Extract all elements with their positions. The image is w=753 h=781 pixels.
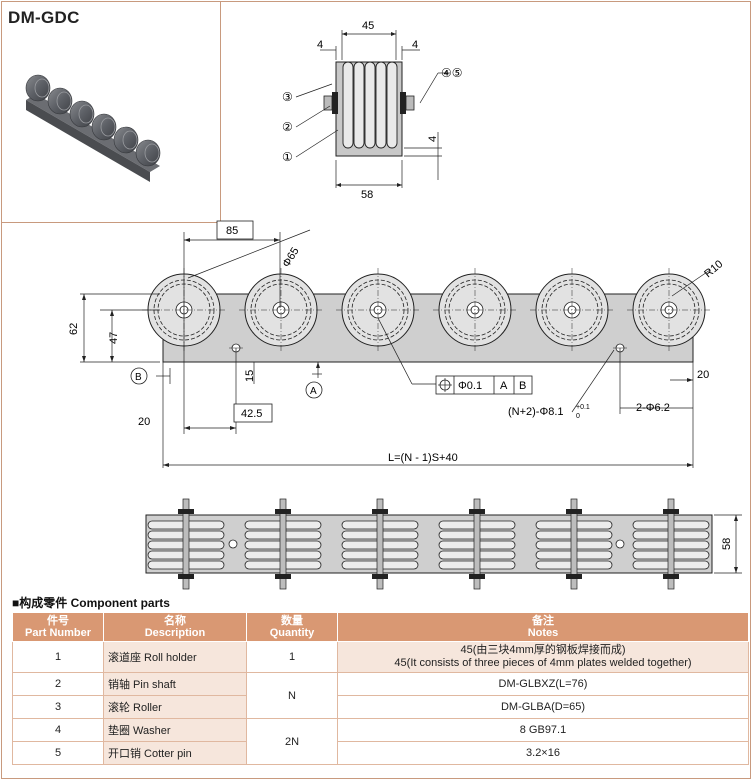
mount-hole bbox=[228, 539, 238, 549]
top-roller bbox=[341, 498, 419, 590]
side-dim-right: 4 bbox=[412, 39, 418, 51]
top-roller bbox=[438, 498, 516, 590]
front-dim-right: 20 bbox=[697, 369, 709, 381]
front-dim-left: 20 bbox=[138, 416, 150, 428]
top-rollers bbox=[147, 498, 710, 590]
front-dim-roller-dia: Φ65 bbox=[280, 245, 301, 269]
side-dim-base: 58 bbox=[361, 189, 373, 200]
position-tolerance: Φ0.1 bbox=[458, 380, 482, 392]
top-roller bbox=[244, 498, 322, 590]
product-image-box bbox=[1, 1, 221, 223]
product-isometric-image bbox=[25, 74, 161, 182]
front-dim-radius: R10 bbox=[702, 258, 725, 280]
model-title: DM-GDC bbox=[8, 8, 80, 27]
callout-2: ② bbox=[282, 120, 293, 134]
side-dim-bottom: 4 bbox=[427, 136, 439, 142]
front-roller bbox=[336, 268, 420, 352]
front-view-drawing: 85 Φ65 R10 62 47 15 20 20 42.5 B A Φ0.1 … bbox=[68, 220, 725, 468]
datum-a-label: A bbox=[310, 386, 317, 397]
table-row: 3 滚轮 Roller DM-GLBA(D=65) bbox=[12, 695, 749, 719]
front-dim-height-mid: 47 bbox=[108, 332, 120, 344]
tolerance-ref-b: B bbox=[519, 380, 526, 392]
pin-holes-tol-lower: 0 bbox=[576, 413, 580, 420]
front-dim-height-total: 62 bbox=[68, 323, 80, 335]
mount-hole bbox=[615, 539, 625, 549]
callout-4-5: ④⑤ bbox=[441, 66, 463, 80]
tolerance-ref-a: A bbox=[500, 380, 508, 392]
top-roller bbox=[535, 498, 613, 590]
pin-holes-tol-upper: +0.1 bbox=[576, 404, 590, 411]
front-roller bbox=[627, 268, 711, 352]
mount-holes-spec: 2-Φ6.2 bbox=[636, 402, 670, 414]
callout-3: ③ bbox=[282, 90, 293, 104]
front-roller bbox=[530, 268, 614, 352]
side-dim-left: 4 bbox=[317, 39, 323, 51]
top-roller bbox=[632, 498, 710, 590]
table-row: 4 垫圈 Washer 2N 8 GB97.1 bbox=[12, 718, 749, 765]
side-dim-width: 45 bbox=[362, 20, 374, 32]
front-dim-hole-pos: 42.5 bbox=[241, 408, 262, 420]
table-row: 5 开口销 Cotter pin 3.2×16 bbox=[12, 741, 749, 765]
front-roller bbox=[239, 268, 323, 352]
table-row: 1 滚道座 Roll holder 1 45(由三块4mm厚的钢板焊接而成)45… bbox=[12, 641, 749, 673]
table-row: 2 销轴 Pin shaft N DM-GLBXZ(L=76) bbox=[12, 672, 749, 719]
datum-b-label: B bbox=[135, 372, 142, 383]
front-dim-15: 15 bbox=[244, 370, 256, 382]
length-formula: L=(N - 1)S+40 bbox=[388, 452, 458, 464]
front-dim-pitch: 85 bbox=[226, 225, 238, 237]
top-roller bbox=[147, 498, 225, 590]
front-roller bbox=[433, 268, 517, 352]
component-parts-title: ■构成零件 Component parts bbox=[12, 596, 170, 610]
side-view-drawing: 45 4 4 4 58 ③ ② ① ④⑤ bbox=[282, 20, 463, 200]
top-view-drawing: 58 bbox=[145, 498, 742, 590]
top-dim-width: 58 bbox=[721, 538, 733, 550]
callout-1: ① bbox=[282, 150, 293, 164]
pin-holes-spec: (N+2)-Φ8.1 bbox=[508, 406, 564, 418]
